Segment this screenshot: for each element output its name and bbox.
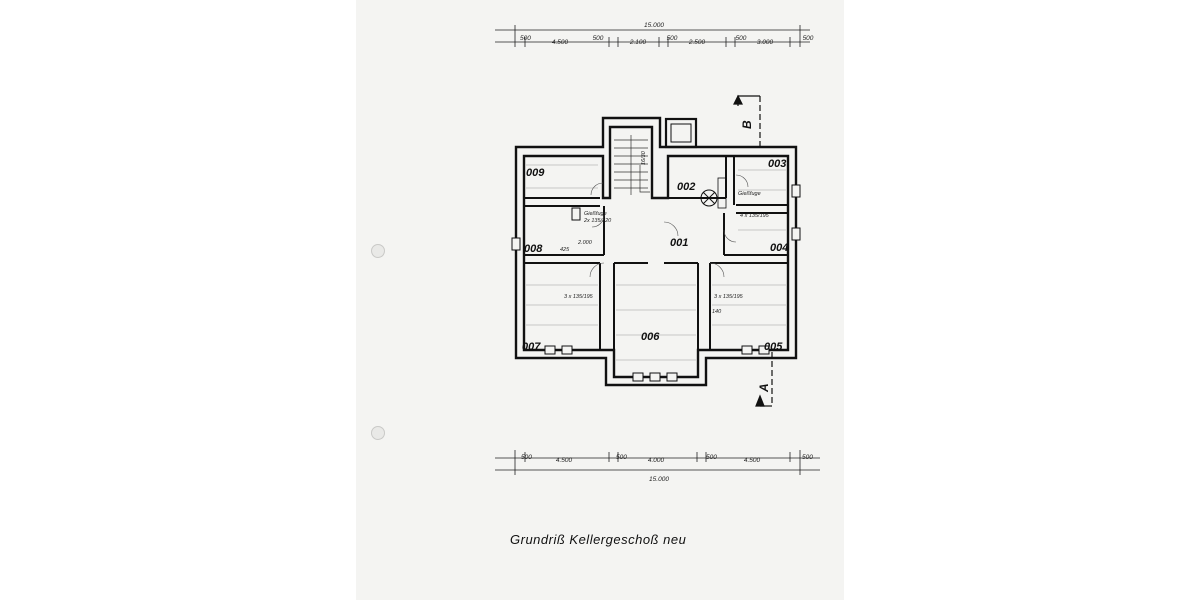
bottom-dimension-chain <box>495 450 820 475</box>
room-label-008: 008 <box>524 243 543 255</box>
top-dim-seg-1: 500 <box>520 35 531 42</box>
note-giessfuge-left: Gießfuge <box>584 211 607 217</box>
bottom-dim-seg-3: 500 <box>616 454 627 461</box>
room-label-005: 005 <box>764 341 783 353</box>
top-dimension-chain <box>495 25 810 47</box>
window-marks <box>511 184 801 382</box>
note-giessfuge-right: Gießfuge <box>738 191 761 197</box>
door-swings <box>589 174 749 278</box>
note-small-dim-3: 140 <box>712 309 722 315</box>
room-label-004: 004 <box>770 242 788 254</box>
section-mark-a <box>755 352 773 407</box>
shaft-left <box>571 207 581 221</box>
room-label-001: 001 <box>670 237 688 249</box>
exterior-walls <box>514 116 798 387</box>
top-total-dimension: 15.000 <box>644 22 664 29</box>
floor-hatching <box>526 164 786 361</box>
bottom-dim-seg-6: 4.500 <box>744 457 761 464</box>
section-label-a: A <box>757 383 771 393</box>
room-label-007: 007 <box>522 341 541 353</box>
bottom-dim-seg-2: 4.500 <box>556 457 573 464</box>
top-dim-seg-8: 3.000 <box>757 39 774 46</box>
bottom-total-dimension: 15.000 <box>649 476 669 483</box>
room-label-003: 003 <box>768 158 786 170</box>
top-dim-seg-3: 500 <box>593 35 604 42</box>
drawing-title: Grundriß Kellergeschoß neu <box>510 532 686 547</box>
punch-hole-bottom <box>371 426 385 440</box>
interior-walls <box>524 156 788 350</box>
top-dim-seg-9: 500 <box>803 35 814 42</box>
note-small-dim-2: 425 <box>560 247 570 253</box>
shaft-right <box>717 177 727 209</box>
top-dim-seg-2: 4.500 <box>552 39 569 46</box>
bottom-dim-seg-1: 500 <box>521 454 532 461</box>
stair-note: 16/30 <box>641 150 647 165</box>
note-window-007: 3 x 135/195 <box>564 294 594 300</box>
bottom-dim-seg-4: 4.000 <box>648 457 665 464</box>
shaft-box <box>664 117 698 149</box>
top-dim-seg-6: 2.500 <box>688 39 706 46</box>
top-dim-seg-5: 500 <box>667 35 678 42</box>
top-dim-seg-7: 500 <box>736 35 747 42</box>
note-window-005: 3 x 135/195 <box>714 294 744 300</box>
section-mark-b <box>733 94 761 150</box>
boiler-symbol <box>700 189 718 207</box>
note-small-dim-1: 2.000 <box>577 240 593 246</box>
room-label-002: 002 <box>677 181 695 193</box>
room-label-006: 006 <box>641 331 660 343</box>
section-label-b: B <box>740 120 754 129</box>
bottom-dim-seg-5: 500 <box>706 454 717 461</box>
punch-hole-top <box>371 244 385 258</box>
note-window-004: 4 x 135/195 <box>740 213 770 219</box>
bottom-dim-seg-7: 500 <box>802 454 813 461</box>
note-giessfuge-left-size: 2x 135/120 <box>583 218 612 224</box>
top-dim-seg-4: 2.100 <box>629 39 647 46</box>
room-label-009: 009 <box>526 167 545 179</box>
stair <box>614 135 650 195</box>
